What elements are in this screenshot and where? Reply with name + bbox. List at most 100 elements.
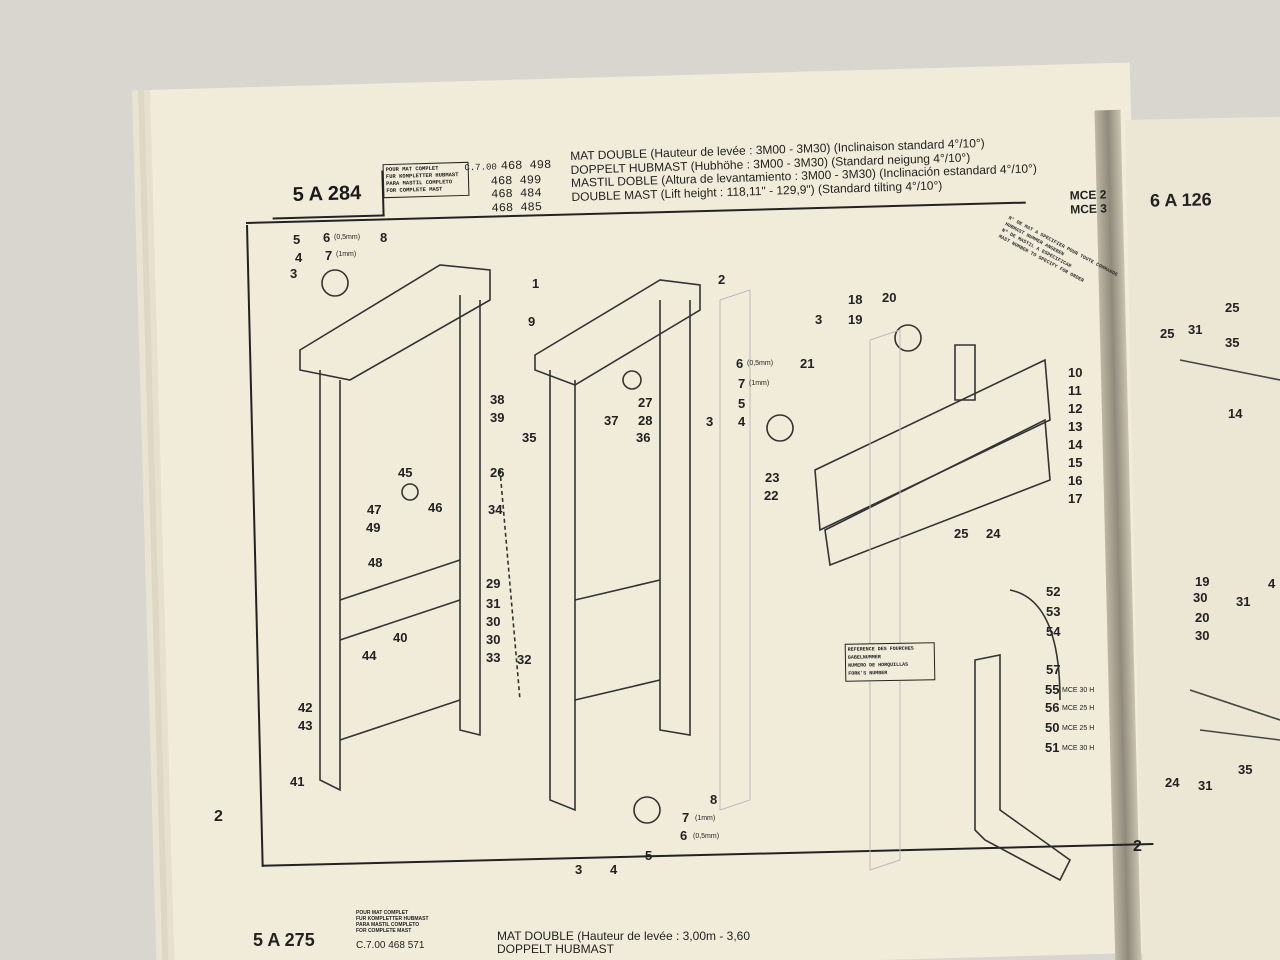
callout: 19 — [848, 312, 863, 327]
callout: 5 — [738, 396, 746, 411]
roller — [894, 324, 922, 352]
inner-mast-rail-left — [549, 370, 576, 812]
roller — [401, 483, 419, 501]
carriage-back-frame — [954, 344, 976, 401]
callout: 48 — [368, 555, 383, 570]
callout-note: (1mm) — [336, 251, 357, 258]
callout: 30 — [486, 632, 501, 647]
callout: 7 — [682, 810, 690, 825]
callout: 30 — [1193, 590, 1208, 605]
callout: 3 — [815, 312, 823, 327]
callout: 37 — [604, 413, 619, 428]
roller — [633, 796, 661, 824]
ghost-mast-outline — [869, 329, 901, 871]
callout: 1 — [532, 276, 540, 291]
lift-chain — [499, 469, 521, 701]
callout-note: (1mm) — [749, 380, 770, 387]
fork-bracket-line — [1009, 589, 1061, 701]
bottom-part-number: C.7.00 468 571 — [356, 940, 425, 951]
outer-mast-crossbeam — [299, 264, 491, 381]
callout: 39 — [490, 410, 505, 425]
bottom-mast-box: POUR MAT COMPLET FUR KOMPLETTER HUBMAST … — [356, 910, 429, 934]
callout: 32 — [517, 652, 532, 667]
callout: 15 — [1068, 455, 1083, 470]
right-page-drawing — [1179, 359, 1280, 741]
callout: 14 — [1228, 406, 1243, 421]
callout: 6 — [680, 828, 688, 843]
callout: 43 — [298, 718, 313, 733]
callout: 21 — [800, 356, 815, 371]
outer-mast-rail-right — [459, 295, 481, 737]
callout: 33 — [486, 650, 501, 665]
callout: 35 — [1225, 335, 1240, 350]
callout: 7 — [325, 248, 333, 263]
callout: 54 — [1046, 624, 1061, 639]
callout-note: MCE 25 H — [1062, 705, 1095, 712]
callout: 19 — [1195, 574, 1210, 589]
callout: 25 — [954, 526, 969, 541]
callout: 57 — [1046, 662, 1061, 677]
callout: 44 — [362, 648, 377, 663]
callout: 30 — [1195, 628, 1210, 643]
callout: 20 — [1195, 610, 1210, 625]
callout: 2 — [718, 272, 726, 287]
callout: 10 — [1068, 365, 1083, 380]
callout: 53 — [1046, 604, 1061, 619]
callout: 35 — [522, 430, 537, 445]
callout: 4 — [295, 250, 303, 265]
callout: 38 — [490, 392, 505, 407]
callout: 45 — [398, 465, 413, 480]
right-page-number: 2 — [1133, 838, 1142, 855]
outer-mast-bottom-tie — [339, 699, 461, 741]
callout: 3 — [575, 862, 583, 877]
callout-note: MCE 25 H — [1062, 725, 1095, 732]
callout: 26 — [490, 465, 505, 480]
callout: 47 — [367, 502, 382, 517]
inner-mast-crossbeam — [534, 279, 701, 386]
roller — [766, 414, 794, 442]
outer-mast-rail-left — [319, 370, 341, 792]
callout: 8 — [710, 792, 718, 807]
callout: 49 — [366, 520, 381, 535]
callout: 52 — [1046, 584, 1061, 599]
callout: 3 — [290, 266, 298, 281]
bottom-title: MAT DOUBLE (Hauteur de levée : 3,00m - 3… — [497, 929, 751, 956]
callout: 17 — [1068, 491, 1083, 506]
inner-mast-tie — [574, 579, 661, 701]
callout: 31 — [1236, 594, 1251, 609]
carriage-lower-plate — [824, 418, 1051, 567]
callout: 51 — [1045, 740, 1060, 755]
callout: 4 — [610, 862, 618, 877]
callout: 31 — [1188, 322, 1203, 337]
roller — [321, 269, 349, 297]
callout: 16 — [1068, 473, 1083, 488]
callout: 29 — [486, 576, 501, 591]
callout-note: (0,5mm) — [334, 234, 361, 241]
callout: 24 — [986, 526, 1001, 541]
callout: 24 — [1165, 775, 1180, 790]
callout: 35 — [1238, 762, 1253, 777]
callout: 27 — [638, 395, 653, 410]
callout: 55 — [1045, 682, 1060, 697]
callout-note: (1mm) — [695, 815, 716, 822]
callout: 5 — [293, 232, 301, 247]
callout: 4 — [1268, 576, 1276, 591]
callout: 3 — [706, 414, 714, 429]
fork-reference-box: REFERENCE DES FOURCHES GABELNUMMER NUMER… — [844, 642, 936, 682]
carriage-upper-plate — [814, 358, 1051, 532]
bottom-section-code: 5 A 275 — [253, 930, 315, 950]
callout: 50 — [1045, 720, 1060, 735]
callout: 41 — [290, 774, 305, 789]
callout: 36 — [636, 430, 651, 445]
callout: 28 — [638, 413, 653, 428]
callout: 42 — [298, 700, 313, 715]
callout: 6 — [736, 356, 744, 371]
callout: 14 — [1068, 437, 1083, 452]
callout: 5 — [645, 848, 653, 863]
callout: 12 — [1068, 401, 1083, 416]
inner-mast-rail-right — [659, 300, 691, 736]
page-number: 2 — [214, 808, 223, 825]
callout: 25 — [1225, 300, 1240, 315]
callout: 11 — [1068, 383, 1082, 398]
